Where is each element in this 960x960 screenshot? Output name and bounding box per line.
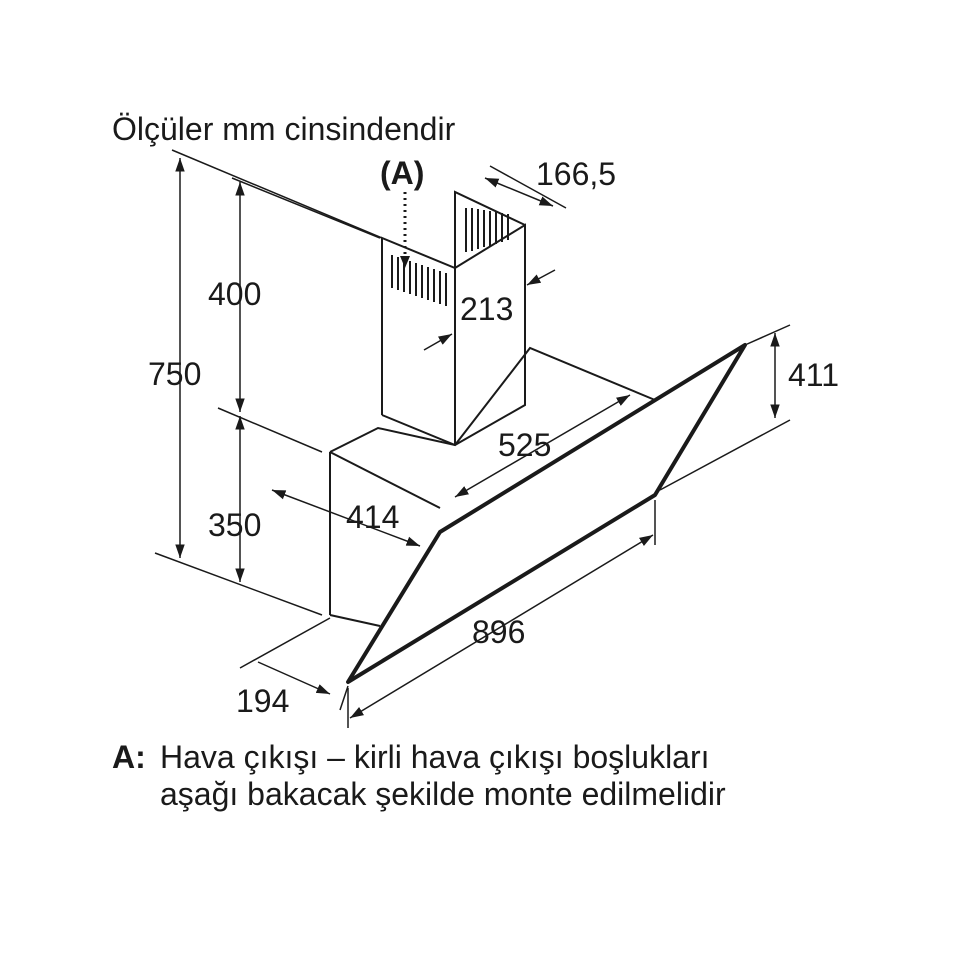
dim-label-body-height: 350 xyxy=(208,507,261,543)
dim-line-896 xyxy=(349,534,654,719)
note-line-1: Hava çıkışı – kirli hava çıkışı boşlukla… xyxy=(160,739,710,775)
note-key: A: xyxy=(112,739,146,775)
dim-line-525 xyxy=(454,394,631,498)
dim-line-213-a xyxy=(526,269,556,286)
dim-label-chimney-depth: 213 xyxy=(460,291,513,327)
note-line-2: aşağı bakacak şekilde monte edilmelidir xyxy=(160,776,726,812)
dimension-lines xyxy=(175,158,780,719)
glass-panel xyxy=(346,343,747,684)
dim-label-chimney-width: 166,5 xyxy=(536,156,616,192)
dim-label-glass-height: 411 xyxy=(788,357,839,393)
dim-line-213-b xyxy=(423,333,453,351)
dim-label-body-depth: 414 xyxy=(346,499,399,535)
dim-line-194 xyxy=(257,661,331,695)
chimney-vent-slots xyxy=(391,208,509,306)
dim-label-body-width: 525 xyxy=(498,427,551,463)
dim-label-bottom-depth: 194 xyxy=(236,683,289,719)
dim-label-total-height: 750 xyxy=(148,356,201,392)
dim-label-chimney-height: 400 xyxy=(208,276,261,312)
dim-line-166 xyxy=(484,177,554,207)
heading: Ölçüler mm cinsindendir xyxy=(112,111,456,147)
outlet-marker: (A) xyxy=(380,155,424,191)
dim-label-overall-width: 896 xyxy=(472,614,525,650)
outlet-pointer xyxy=(400,192,410,268)
